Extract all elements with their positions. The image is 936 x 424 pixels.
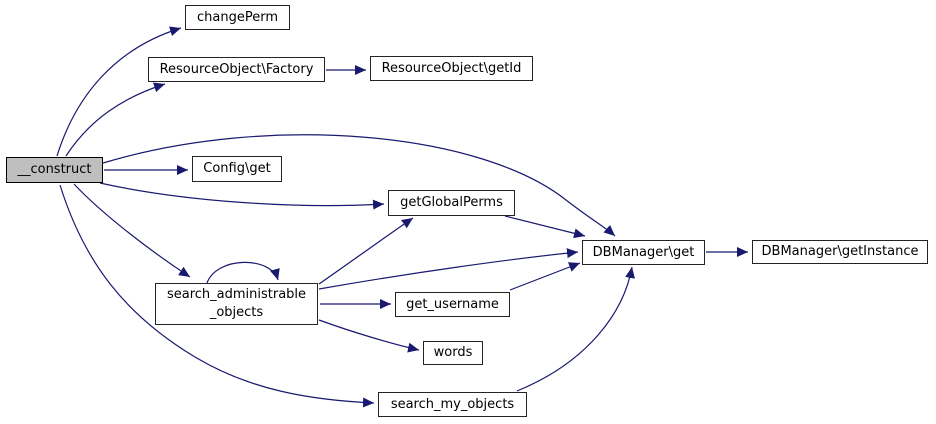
edge-getglobalperms-dbget <box>504 215 586 239</box>
edge-getusername-dbget <box>509 262 581 291</box>
edge-construct-resourcefactory <box>65 82 166 157</box>
node-construct: __construct <box>6 157 103 183</box>
node-search-my-objects[interactable]: search_my_objects <box>378 392 527 417</box>
node-config-get[interactable]: Config\get <box>192 156 282 182</box>
edge-construct-dbget <box>102 134 616 237</box>
edge-searchmyobjects-dbget <box>516 266 635 392</box>
node-dbmanager-get[interactable]: DBManager\get <box>582 240 705 265</box>
node-get-username[interactable]: get_username <box>395 292 510 317</box>
edge-construct-searchmyobjects <box>59 184 375 408</box>
edge-searchadministrable-selfloop <box>206 261 280 284</box>
node-search-administrable-objects[interactable]: search_administrable _objects <box>155 283 318 325</box>
edge-construct-getglobalperms <box>99 182 385 210</box>
node-change-perm[interactable]: changePerm <box>185 5 290 30</box>
node-resource-object-factory[interactable]: ResourceObject\Factory <box>148 57 325 82</box>
edge-searchadministrable-getglobalperms <box>318 217 414 285</box>
node-words[interactable]: words <box>423 341 483 365</box>
edge-construct-changeperm <box>56 26 182 157</box>
edge-searchadministrable-words <box>318 319 420 353</box>
node-get-global-perms[interactable]: getGlobalPerms <box>388 190 515 216</box>
edge-construct-searchadministrable <box>73 183 191 278</box>
node-dbmanager-get-instance[interactable]: DBManager\getInstance <box>752 240 928 264</box>
node-resource-object-get-id[interactable]: ResourceObject\getId <box>370 56 533 81</box>
edge-searchadministrable-dbget <box>318 248 579 290</box>
